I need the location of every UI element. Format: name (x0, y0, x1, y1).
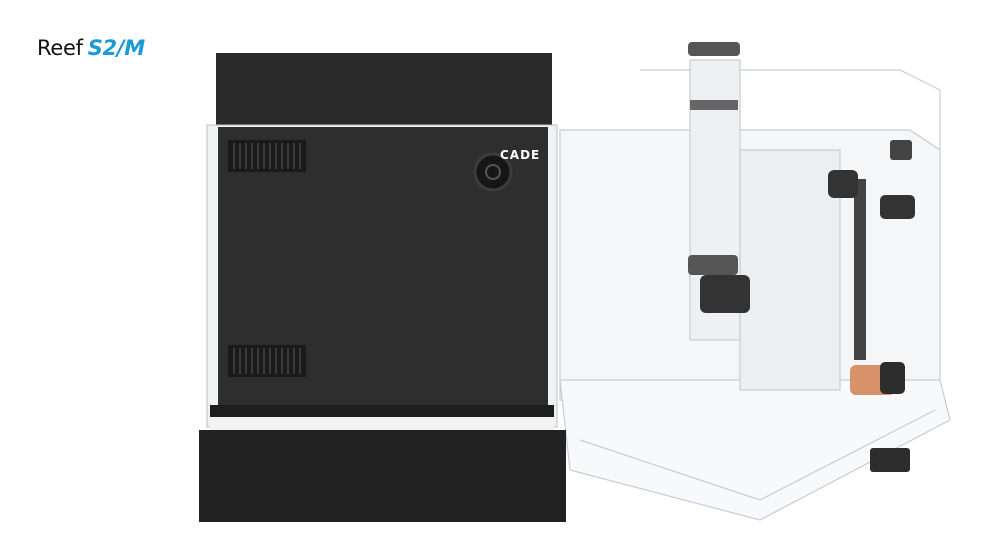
cade-logo: CADE (500, 148, 540, 162)
overflow-port (473, 152, 513, 192)
return-pipe (828, 140, 915, 472)
title-brand: Reef (37, 36, 83, 60)
aquarium-cabinet: CADE (199, 53, 566, 522)
skimmer (688, 42, 750, 313)
title-model: S2/M (87, 36, 145, 60)
